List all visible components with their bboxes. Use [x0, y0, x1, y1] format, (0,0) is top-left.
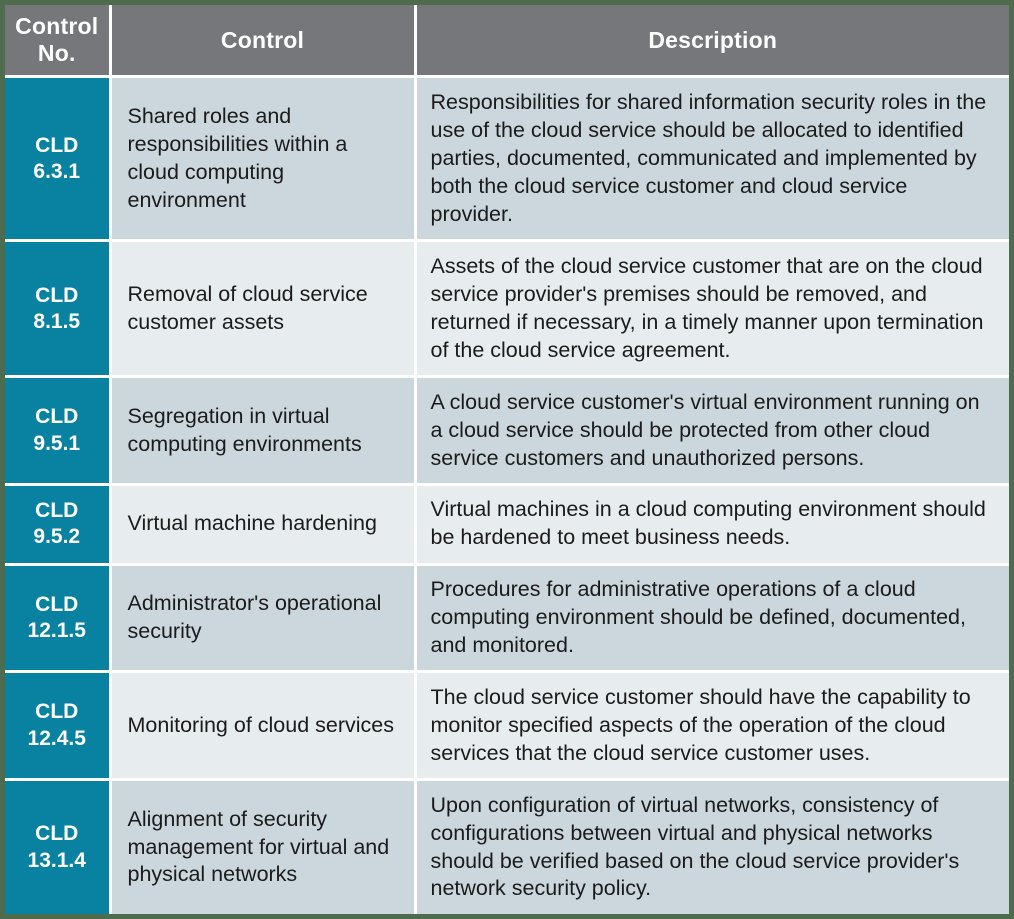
cell-description: Responsibilities for shared information … — [415, 76, 1009, 243]
table-header: Control No. Control Description — [5, 5, 1009, 79]
cell-description: Virtual machines in a cloud computing en… — [415, 484, 1009, 566]
cell-control-no: CLD 8.1.5 — [5, 240, 112, 379]
cell-control-no: CLD 12.4.5 — [5, 671, 112, 782]
cell-description: The cloud service customer should have t… — [415, 671, 1009, 782]
cell-description: Upon configuration of virtual networks, … — [415, 779, 1009, 914]
column-header-control-no: Control No. — [5, 5, 112, 79]
cell-description: Assets of the cloud service customer tha… — [415, 240, 1009, 379]
cell-control-name: Shared roles and responsibilities within… — [110, 76, 417, 243]
cell-control-name: Alignment of security management for vir… — [110, 779, 417, 914]
column-header-description: Description — [415, 5, 1009, 79]
cell-control-no: CLD 9.5.1 — [5, 376, 112, 486]
cell-description: A cloud service customer's virtual envir… — [415, 376, 1009, 486]
cell-control-no: CLD 6.3.1 — [5, 76, 112, 243]
cell-control-name: Virtual machine hardening — [110, 484, 417, 566]
cell-control-no: CLD 12.1.5 — [5, 564, 112, 674]
cell-control-no: CLD 9.5.2 — [5, 484, 112, 566]
cloud-controls-table: Control No. Control Description CLD 6.3.… — [5, 5, 1009, 914]
cell-control-name: Administrator's operational security — [110, 564, 417, 674]
cell-control-name: Segregation in virtual computing environ… — [110, 376, 417, 486]
cell-description: Procedures for administrative operations… — [415, 564, 1009, 674]
cell-control-no: CLD 13.1.4 — [5, 779, 112, 914]
cell-control-name: Monitoring of cloud services — [110, 671, 417, 782]
cell-control-name: Removal of cloud service customer assets — [110, 240, 417, 379]
header-row: Control No. Control Description — [5, 5, 1009, 79]
column-header-control: Control — [110, 5, 417, 79]
